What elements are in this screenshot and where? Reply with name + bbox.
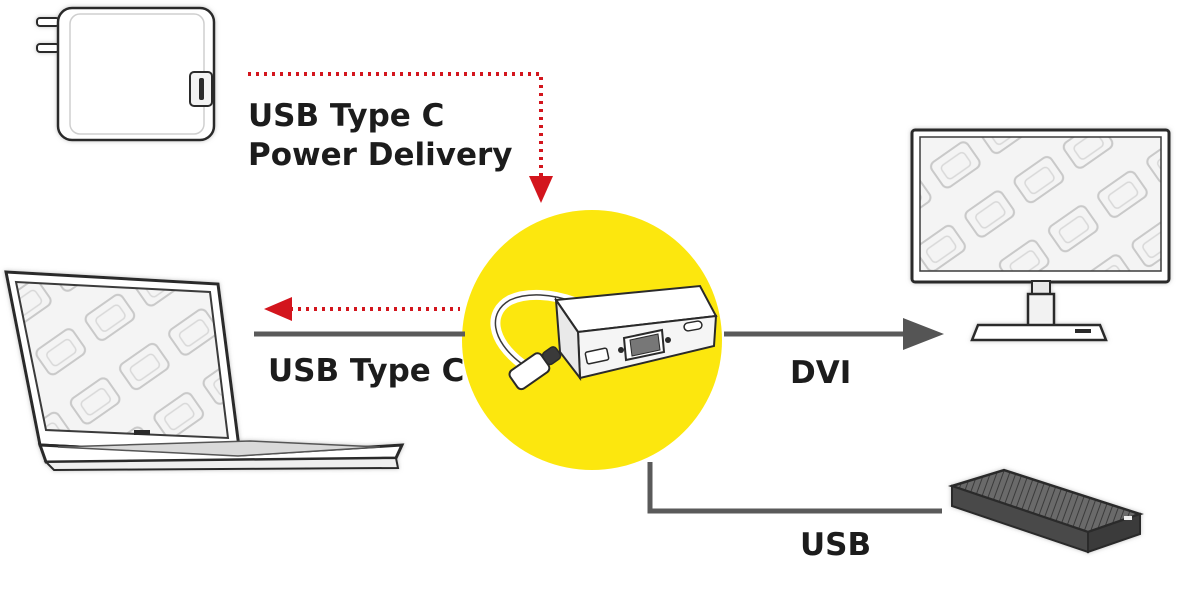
charger-hub-line <box>248 72 543 178</box>
external-drive-icon <box>947 468 1144 554</box>
power-delivery-label-line-1: USB Type C <box>248 98 445 134</box>
power-connections <box>248 72 553 321</box>
monitor-arrowhead <box>903 318 944 350</box>
usb-label: USB <box>800 527 872 563</box>
usb-type-c-label: USB Type C <box>268 353 465 389</box>
monitor-icon <box>910 128 1171 342</box>
power-adapter-icon <box>36 6 216 142</box>
laptop-icon <box>4 270 405 472</box>
power-delivery-label: USB Type C Power Delivery <box>248 97 513 175</box>
data-connections <box>254 318 944 514</box>
usb-c-plug <box>508 346 562 391</box>
power-delivery-label-line-2: Power Delivery <box>248 137 513 173</box>
hub-drive-line <box>647 462 942 514</box>
charger-arrowhead <box>529 176 553 203</box>
laptop-power-arrowhead <box>264 297 292 321</box>
dvi-label: DVI <box>790 355 852 391</box>
adapter-hub-icon <box>490 284 718 391</box>
